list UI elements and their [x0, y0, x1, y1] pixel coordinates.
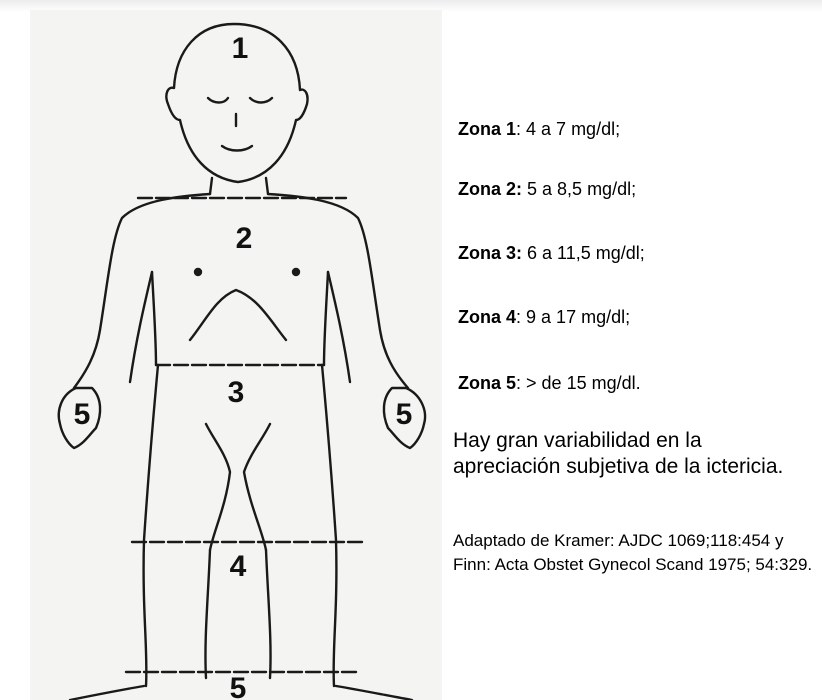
right-leg-outer: [322, 365, 336, 686]
zone-value: 9 a 17 mg/dl;: [521, 307, 630, 327]
source-citation: Adaptado de Kramer: AJDC 1069;118:454 y …: [453, 529, 818, 577]
left-leg-outer: [144, 365, 158, 686]
zone-5-text: Zona 5: > de 15 mg/dl.: [458, 373, 641, 394]
zone-1-text: Zona 1: 4 a 7 mg/dl;: [458, 119, 620, 140]
infant-body-figure: 1 2 3 4 5 5 5: [30, 10, 442, 700]
left-torso: [152, 272, 156, 365]
zone-4-label: 4: [230, 550, 247, 583]
mouth: [222, 146, 252, 151]
right-foot: [336, 686, 412, 700]
body-outline: [59, 24, 425, 700]
left-foot: [70, 686, 144, 700]
zone-4-text: Zona 4: 9 a 17 mg/dl;: [458, 307, 630, 328]
zone-value: 5 a 8,5 mg/dl;: [522, 179, 636, 199]
left-eye: [208, 98, 228, 103]
zone-label: Zona 2: [458, 179, 516, 199]
zone-label: Zona 1: [458, 119, 516, 139]
zone-1-label: 1: [232, 32, 249, 65]
left-leg-inner: [206, 424, 230, 550]
left-arm-inner: [130, 272, 152, 382]
zone-5-left-hand-label: 5: [74, 398, 91, 431]
zone-2-text: Zona 2: 5 a 8,5 mg/dl;: [458, 179, 636, 200]
right-leg-inner: [244, 424, 270, 550]
zone-3-text: Zona 3: 6 a 11,5 mg/dl;: [458, 243, 645, 264]
rib-margin: [190, 290, 286, 340]
zone-value: > de 15 mg/dl.: [521, 373, 641, 393]
right-arm-outer: [268, 194, 408, 388]
body-figure-panel: 1 2 3 4 5 5 5: [30, 10, 442, 700]
zone-label: Zona 3: [458, 243, 516, 263]
zone-value: 4 a 7 mg/dl;: [521, 119, 620, 139]
zone-5-feet-label: 5: [230, 672, 247, 700]
zone-2-label: 2: [236, 222, 253, 255]
zone-3-label: 3: [228, 376, 245, 409]
variability-note: Hay gran variabilidad en la apreciación …: [453, 428, 813, 480]
right-torso: [324, 272, 328, 365]
right-eye: [250, 98, 272, 103]
zone-label: Zona 4: [458, 307, 516, 327]
zone-value: 6 a 11,5 mg/dl;: [522, 243, 645, 263]
zone-5-right-hand-label: 5: [396, 398, 413, 431]
right-arm-inner: [328, 272, 350, 382]
zone-label: Zona 5: [458, 373, 516, 393]
left-arm-outer: [74, 194, 210, 388]
